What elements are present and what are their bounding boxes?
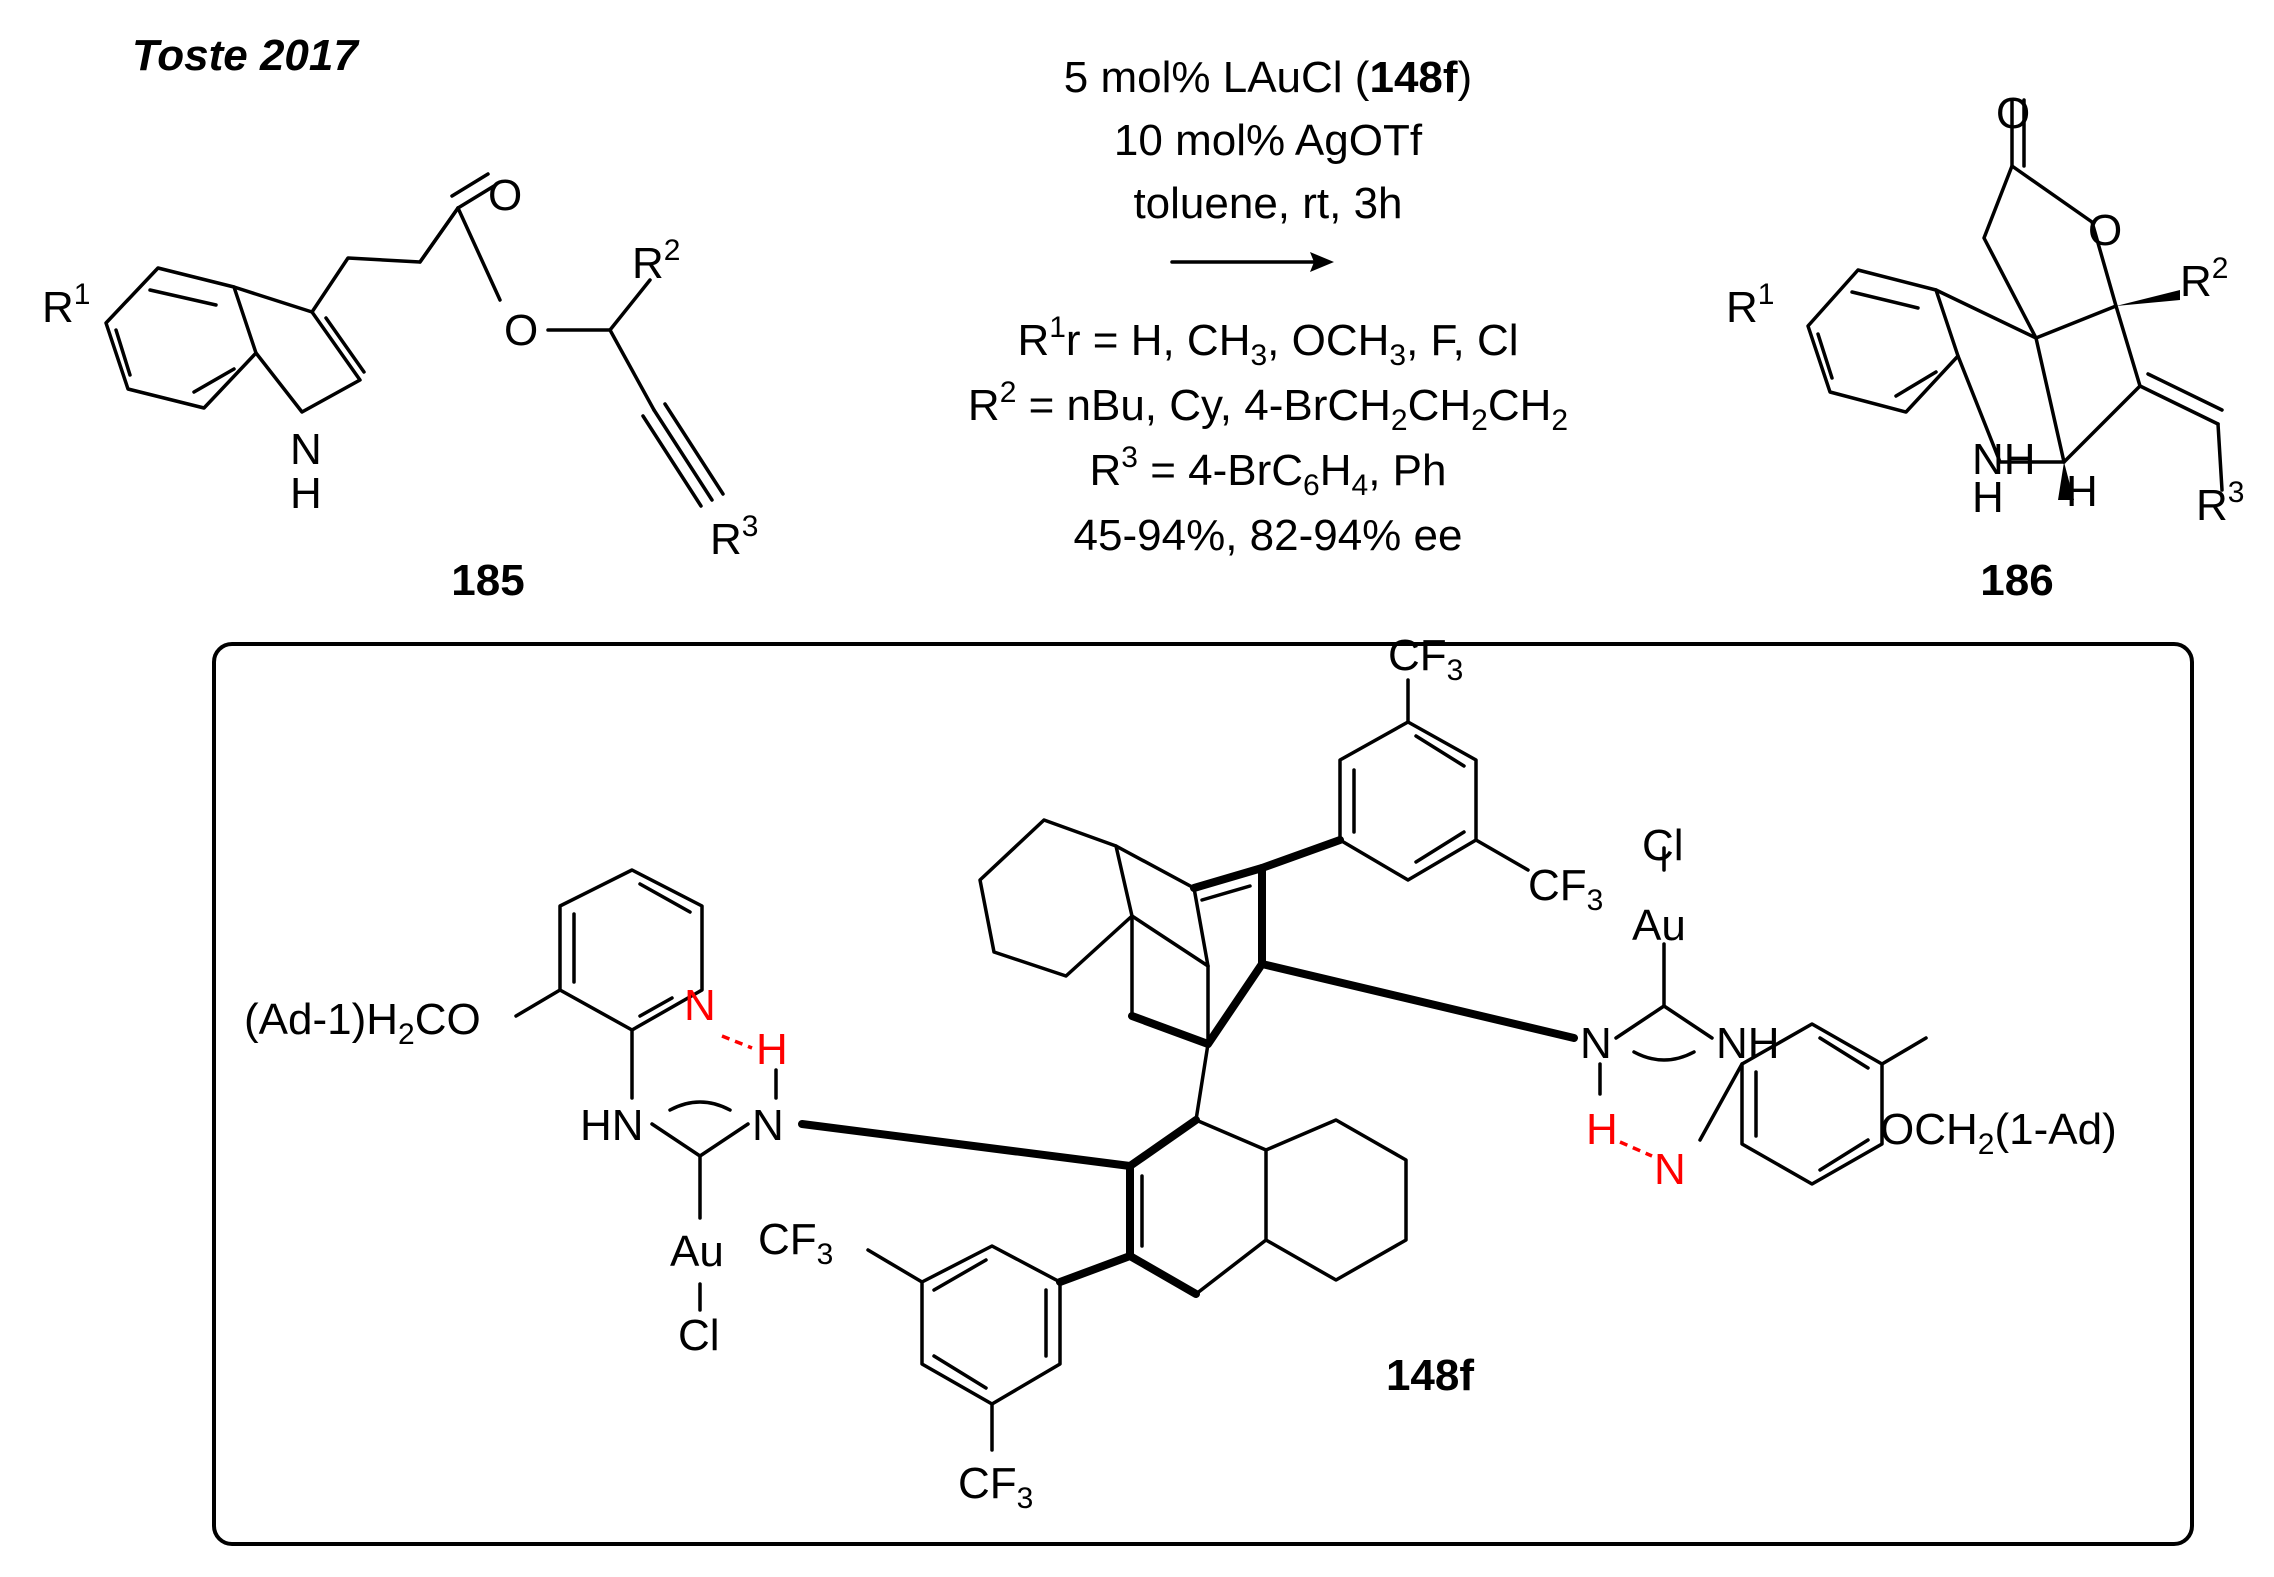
scope-yield: 45-94%, 82-94% ee — [1074, 511, 1463, 560]
compound-185-structure — [104, 172, 725, 508]
carbonyl-o-186: O — [1996, 89, 2030, 138]
hbond-h-left: H — [756, 1025, 788, 1074]
nh-n-185: N — [290, 425, 322, 474]
lactone-o-186: O — [2088, 206, 2122, 255]
guanidine-nh-right: NH — [1716, 1019, 1780, 1068]
r1-label-186: R1 — [1726, 278, 1774, 332]
nh-h-186: H — [1972, 473, 2004, 522]
au-left: Au — [670, 1227, 724, 1276]
compound-185-id: 185 — [451, 556, 524, 605]
nh-h-185: H — [290, 469, 322, 518]
citation-label: Toste 2017 — [132, 31, 360, 80]
r3-label-185: R3 — [710, 510, 758, 564]
r2-label-185: R2 — [632, 234, 680, 288]
pyridine-n-right: N — [1654, 1145, 1686, 1194]
condition-catalyst: 5 mol% LAuCl (148f) — [1064, 53, 1472, 102]
cf3-upper-right: CF3 — [1528, 861, 1603, 917]
ester-o-185: O — [504, 306, 538, 355]
reaction-arrow — [1170, 252, 1334, 272]
condition-solvent: toluene, rt, 3h — [1133, 179, 1402, 228]
ether-right: OCH2(1-Ad) — [1880, 1105, 2117, 1161]
guanidine-nh-left: HN — [580, 1101, 644, 1150]
au-right: Au — [1632, 901, 1686, 950]
r1-label-185: R1 — [42, 278, 90, 332]
compound-186-id: 186 — [1980, 556, 2053, 605]
scope-r1: R1r = H, CH3, OCH3, F, Cl — [1017, 311, 1518, 372]
hbond-left — [721, 1034, 753, 1050]
ether-left: (Ad-1)H2CO — [244, 995, 481, 1051]
pyridine-n-left: N — [684, 981, 716, 1030]
compound-148f-id: 148f — [1386, 1351, 1474, 1400]
r2-label-186: R2 — [2180, 252, 2228, 306]
cf3-lower-left: CF3 — [758, 1215, 833, 1271]
catalyst-148f-structure — [514, 678, 1928, 1452]
cl-right: Cl — [1642, 821, 1684, 870]
cl-left: Cl — [678, 1311, 720, 1360]
scope-r2: R2 = nBu, Cy, 4-BrCH2CH2CH2 — [968, 376, 1568, 437]
hbond-right — [1619, 1140, 1653, 1158]
scope-r3: R3 = 4-BrC6H4, Ph — [1090, 441, 1447, 502]
ring-h-186: H — [2066, 467, 2098, 516]
cf3-top: CF3 — [1388, 631, 1463, 687]
hbond-h-right: H — [1586, 1105, 1618, 1154]
compound-186-structure — [1806, 98, 2224, 500]
guanidine-n-right: N — [1580, 1019, 1612, 1068]
guanidine-n-left: N — [752, 1101, 784, 1150]
carbonyl-o-185: O — [488, 171, 522, 220]
catalyst-frame — [212, 642, 2194, 1546]
nh-n-186: NH — [1972, 435, 2036, 484]
condition-additive: 10 mol% AgOTf — [1114, 116, 1423, 165]
r3-label-186: R3 — [2196, 476, 2244, 530]
cf3-bottom: CF3 — [958, 1459, 1033, 1515]
